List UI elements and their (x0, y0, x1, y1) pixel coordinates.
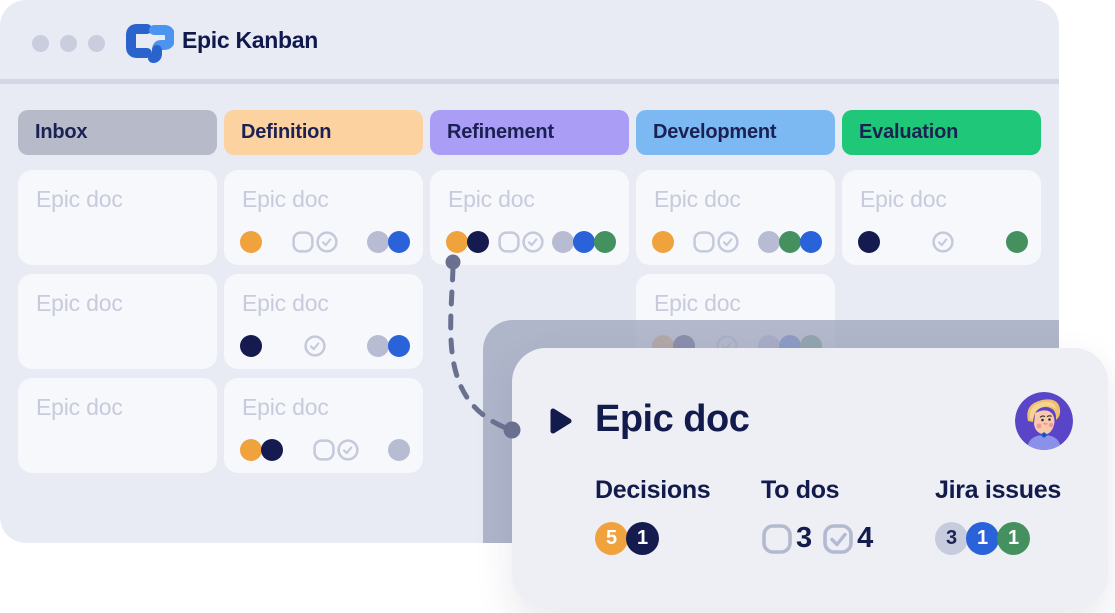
epic-doc-card[interactable]: Epic doc (842, 170, 1041, 265)
card-title: Epic doc (242, 394, 329, 420)
gray-dot (388, 439, 410, 461)
card-badge-row (240, 439, 410, 461)
gray-dot (758, 231, 780, 253)
orange-dot (240, 231, 262, 253)
gray-dot (552, 231, 574, 253)
card-title: Epic doc (36, 186, 123, 212)
epic-doc-card[interactable]: Epic doc (224, 378, 423, 473)
stat-decisions: Decisions 5 1 (595, 476, 711, 555)
window-control-dot[interactable] (32, 35, 49, 52)
epic-doc-card[interactable]: Epic doc (636, 170, 835, 265)
navy-dot (261, 439, 283, 461)
card-title: Epic doc (654, 290, 741, 316)
window-control-dot[interactable] (88, 35, 105, 52)
user-avatar[interactable] (1015, 392, 1073, 450)
jira-badge-inprogress: 1 (966, 522, 999, 555)
decisions-label: Decisions (595, 476, 711, 504)
todos-done-count: 4 (857, 522, 874, 554)
epic-doc-card[interactable]: Epic doc (224, 274, 423, 369)
column-header-evaluation[interactable]: Evaluation (842, 110, 1041, 155)
blue-dot (573, 231, 595, 253)
card-title: Epic doc (36, 394, 123, 420)
jira-issues-label: Jira issues (935, 476, 1061, 504)
navy-dot (240, 335, 262, 357)
check-circle-icon (932, 231, 954, 253)
card-title: Epic doc (242, 290, 329, 316)
decisions-open-badge: 5 (595, 522, 628, 555)
stat-todos: To dos 3 4 (761, 476, 873, 555)
stat-jira-issues: Jira issues 3 1 1 (935, 476, 1061, 555)
todo-square-icon (312, 439, 335, 461)
popup-title: Epic doc (595, 398, 750, 440)
check-circle-icon (521, 231, 544, 253)
navy-dot (858, 231, 880, 253)
epic-doc-card[interactable]: Epic doc (430, 170, 629, 265)
blue-dot (800, 231, 822, 253)
card-badge-row (446, 231, 616, 253)
checkbox-checked-icon[interactable] (822, 523, 854, 555)
decisions-closed-badge: 1 (626, 522, 659, 555)
check-circle-icon (336, 439, 359, 461)
column-header-definition[interactable]: Definition (224, 110, 423, 155)
column-header-inbox[interactable]: Inbox (18, 110, 217, 155)
jira-badge-todo: 3 (935, 522, 968, 555)
epic-doc-card[interactable]: Epic doc (18, 274, 217, 369)
card-badge-row (240, 231, 410, 253)
app-logo-icon (126, 20, 175, 69)
card-badge-row (240, 335, 410, 357)
check-circle-icon (717, 231, 739, 253)
blue-dot (388, 231, 410, 253)
orange-dot (652, 231, 674, 253)
green-dot (594, 231, 616, 253)
todo-square-icon (291, 231, 314, 253)
gray-dot (367, 335, 389, 357)
column-header-refinement[interactable]: Refinement (430, 110, 629, 155)
card-title: Epic doc (36, 290, 123, 316)
navy-dot (467, 231, 489, 253)
green-dot (1006, 231, 1028, 253)
play-triangle-icon[interactable] (548, 406, 574, 441)
blue-dot (388, 335, 410, 357)
epic-doc-card[interactable]: Epic doc (18, 170, 217, 265)
orange-dot (446, 231, 468, 253)
green-dot (779, 231, 801, 253)
card-title: Epic doc (242, 186, 329, 212)
titlebar: Epic Kanban (0, 0, 1059, 84)
epic-doc-popup-card[interactable]: Epic doc Decisions 5 (512, 348, 1108, 608)
todo-square-icon (497, 231, 520, 253)
app-title: Epic Kanban (182, 27, 319, 53)
card-badge-row (858, 231, 1028, 253)
column-header-development[interactable]: Development (636, 110, 835, 155)
card-title: Epic doc (860, 186, 947, 212)
card-badge-row (652, 231, 822, 253)
check-circle-icon (303, 335, 326, 357)
card-title: Epic doc (448, 186, 535, 212)
checkbox-unchecked-icon[interactable] (761, 523, 793, 555)
card-title: Epic doc (654, 186, 741, 212)
window-control-dot[interactable] (60, 35, 77, 52)
todos-open-count: 3 (796, 522, 813, 554)
check-circle-icon (315, 231, 338, 253)
jira-badge-done: 1 (997, 522, 1030, 555)
epic-doc-card[interactable]: Epic doc (18, 378, 217, 473)
todo-square-icon (693, 231, 715, 253)
gray-dot (367, 231, 389, 253)
epic-doc-card[interactable]: Epic doc (224, 170, 423, 265)
todos-label: To dos (761, 476, 840, 504)
orange-dot (240, 439, 262, 461)
